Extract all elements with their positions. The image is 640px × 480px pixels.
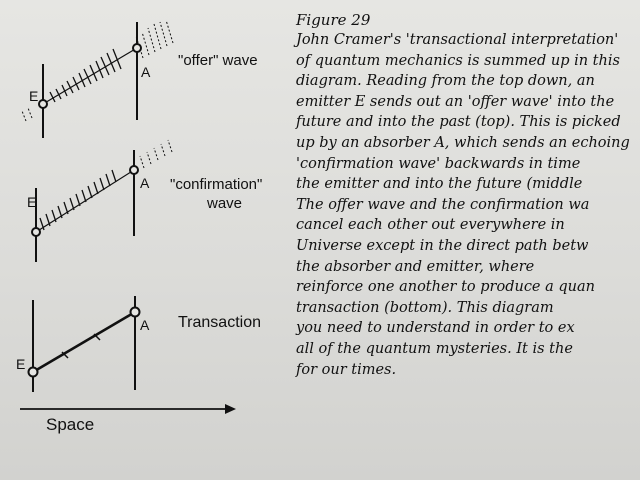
absorber-label-mid: A xyxy=(140,175,150,191)
caption-line: you need to understand in order to ex xyxy=(296,320,575,337)
caption-line: up by an absorber A, which sends an echo… xyxy=(296,134,630,151)
absorber-point-mid xyxy=(129,165,139,175)
absorber-label-top: A xyxy=(141,64,151,80)
offer-path-top xyxy=(42,47,138,105)
transaction-path xyxy=(32,310,136,374)
caption-line: transaction (bottom). This diagram xyxy=(296,299,554,316)
figure-title: Figure 29 xyxy=(296,11,371,29)
caption-line: emitter E sends out an 'offer wave' into… xyxy=(296,93,615,110)
emitter-point-top xyxy=(38,99,48,109)
caption-line: The offer wave and the confirmation wa xyxy=(296,196,590,213)
caption-line: Universe except in the direct path betw xyxy=(296,237,589,254)
caption-line: the absorber and emitter, where xyxy=(296,258,535,275)
confirmation-wave-hatching xyxy=(39,169,117,231)
transaction-label: Transaction xyxy=(178,314,261,331)
caption-line: future and into the past (top). This is … xyxy=(296,114,621,131)
caption-line: all of the quantum mysteries. It is the xyxy=(296,340,573,357)
confirmation-wave-label-line1: "confirmation" xyxy=(170,176,263,193)
caption-line: for our times. xyxy=(296,361,397,378)
caption-line: reinforce one another to produce a quan xyxy=(296,279,595,296)
offer-wave-label: "offer" wave xyxy=(178,52,258,69)
offer-wave-hatching xyxy=(49,48,122,103)
caption-line: the emitter and into the future (middle xyxy=(296,176,583,193)
caption-line: 'confirmation wave' backwards in time xyxy=(296,155,581,172)
confirmation-wave-label-line2: wave xyxy=(207,195,243,212)
emitter-label-mid: E xyxy=(27,194,37,210)
emitter-point-mid xyxy=(31,227,41,237)
absorber-label-bottom: A xyxy=(140,317,150,333)
emitter-label-bottom: E xyxy=(16,356,26,372)
emitter-point-bottom xyxy=(27,366,39,378)
caption-line: of quantum mechanics is summed up in thi… xyxy=(296,52,620,69)
caption-line: John Cramer's 'transactional interpretat… xyxy=(296,32,619,48)
diagram-drawing xyxy=(20,19,236,414)
offer-wave-fading xyxy=(21,19,174,122)
confirmation-wave-fading xyxy=(139,139,173,169)
emitter-label-top: E xyxy=(29,88,39,104)
caption-line: diagram. Reading from the top down, an xyxy=(296,73,595,90)
caption-line: cancel each other out everywhere in xyxy=(296,217,565,234)
transaction-diagram: E A E A E A "offer" wave "confirmation" … xyxy=(0,0,300,480)
space-axis-label: Space xyxy=(46,415,95,434)
figure-caption: Figure 29 John Cramer's 'transactional i… xyxy=(296,10,640,380)
space-axis-arrowhead xyxy=(225,404,236,414)
absorber-point-top xyxy=(132,43,142,53)
absorber-point-bottom xyxy=(129,306,141,318)
